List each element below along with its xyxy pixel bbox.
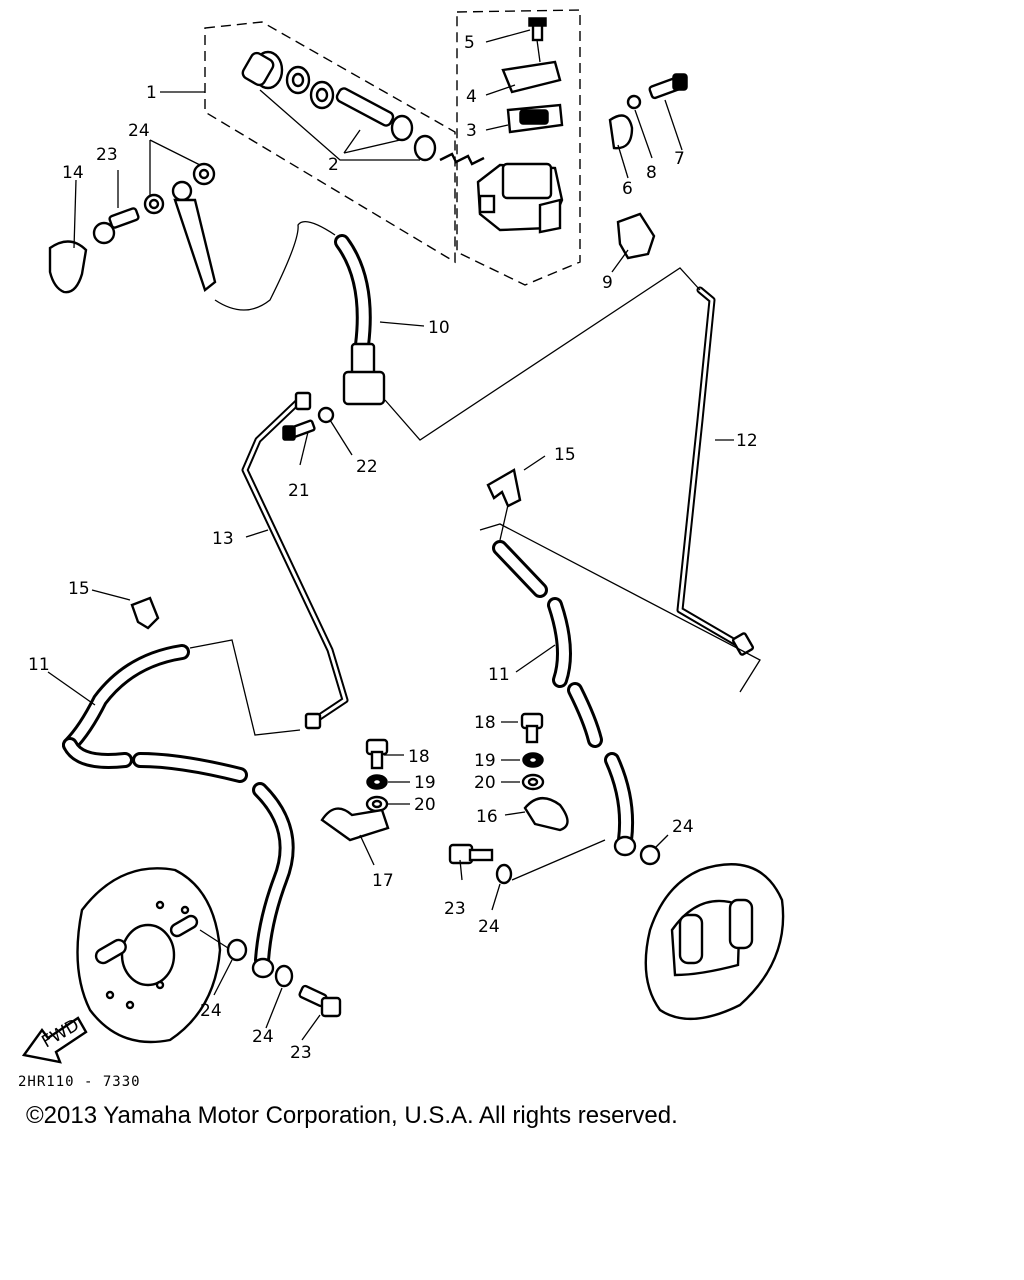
- callout-12: 12: [736, 431, 758, 451]
- callout-13: 13: [212, 529, 234, 549]
- right-brake-drum: [644, 863, 785, 1020]
- callout-11-left: 11: [28, 655, 50, 675]
- callout-15-right: 15: [554, 445, 576, 465]
- reservoir-group-outline: [456, 9, 581, 286]
- copyright-notice: ©2013 Yamaha Motor Corporation, U.S.A. A…: [26, 1102, 678, 1129]
- callout-24-left-drum: 24: [200, 1001, 222, 1021]
- callout-24-right-bolt: 24: [478, 917, 500, 937]
- callout-6: 6: [622, 179, 633, 199]
- callout-18-right: 18: [474, 713, 496, 733]
- callout-labels: 1 2 3 4 5 6 7 8 9 10 11 11 12 13 14 15 1…: [28, 33, 758, 1063]
- upper-banjo-parts: [48, 162, 217, 294]
- callout-23-top: 23: [96, 145, 118, 165]
- callout-14: 14: [62, 163, 84, 183]
- forward-arrow: FWD: [21, 1015, 88, 1064]
- reservoir-cap-parts: [501, 17, 564, 134]
- callout-18-center: 18: [408, 747, 430, 767]
- callout-17: 17: [372, 871, 394, 891]
- master-cylinder-body: [476, 162, 564, 234]
- callout-19-center: 19: [414, 773, 436, 793]
- right-clamp-parts: [520, 712, 569, 832]
- drawing-code: 2HR110 - 7330: [18, 1074, 141, 1090]
- callout-leaders: [47, 29, 734, 1041]
- callout-9: 9: [602, 273, 613, 293]
- callout-15-left: 15: [68, 579, 90, 599]
- right-brake-hose: [479, 523, 761, 857]
- callout-19-right: 19: [474, 751, 496, 771]
- callout-7: 7: [674, 149, 685, 169]
- lever-boot: [616, 212, 656, 260]
- callout-21: 21: [288, 481, 310, 501]
- callout-3: 3: [466, 121, 477, 141]
- piston-kit: [241, 50, 485, 166]
- callout-24-left-bolt: 24: [252, 1027, 274, 1047]
- callout-8: 8: [646, 163, 657, 183]
- callout-10: 10: [428, 318, 450, 338]
- center-clamp-parts: [320, 738, 390, 842]
- callout-16: 16: [476, 807, 498, 827]
- callout-1: 1: [146, 83, 157, 103]
- callout-20-center: 20: [414, 795, 436, 815]
- callout-5: 5: [464, 33, 475, 53]
- callout-20-right: 20: [474, 773, 496, 793]
- assembly-group-outline: [204, 21, 456, 264]
- callout-4: 4: [466, 87, 477, 107]
- clip-right: [486, 468, 522, 508]
- left-banjo-bolt-parts: [274, 964, 342, 1018]
- right-banjo-bolt-parts: [448, 839, 661, 885]
- main-brake-hose: [214, 221, 386, 406]
- callout-23-right: 23: [444, 899, 466, 919]
- lever-holder-parts: [608, 73, 688, 150]
- parts-diagram: FWD: [21, 9, 785, 1064]
- callout-22: 22: [356, 457, 378, 477]
- brake-pipe-left: [241, 391, 349, 730]
- callout-2: 2: [328, 155, 339, 175]
- callout-23-left: 23: [290, 1043, 312, 1063]
- callout-24-right-drum: 24: [672, 817, 694, 837]
- brake-pipe-right: [384, 267, 755, 656]
- clip-left: [130, 596, 160, 630]
- left-brake-hose: [62, 639, 301, 979]
- callout-11-right: 11: [488, 665, 510, 685]
- left-brake-drum: [76, 867, 248, 1044]
- callout-24-top: 24: [128, 121, 150, 141]
- junction-bolt-parts: [282, 406, 335, 441]
